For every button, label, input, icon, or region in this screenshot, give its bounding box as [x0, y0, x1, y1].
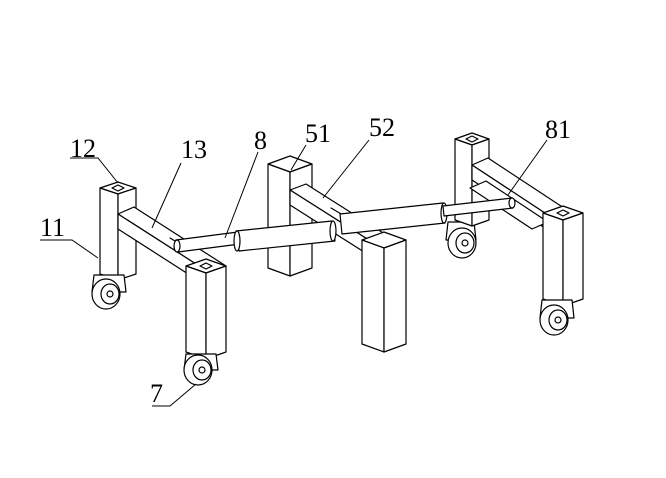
wheel-back-right: [445, 221, 477, 259]
label-52: 52: [369, 113, 395, 142]
wheel-front-left: [183, 353, 219, 386]
leader-lines: [40, 139, 548, 407]
telescopic-rod-right: [339, 197, 516, 235]
label-7: 7: [150, 379, 163, 408]
wheel-front-right: [539, 299, 575, 336]
label-81: 81: [545, 115, 571, 144]
label-12: 12: [70, 134, 96, 163]
center-front-post: [361, 231, 407, 353]
label-51: 51: [305, 119, 331, 148]
center-back-post: [267, 155, 313, 277]
label-11: 11: [40, 213, 65, 242]
label-8: 8: [254, 126, 267, 155]
left-front-leg: [185, 258, 227, 360]
telescopic-rod-left: [173, 220, 337, 253]
right-front-leg: [542, 205, 584, 307]
wheel-back-left: [91, 274, 127, 310]
label-13: 13: [181, 135, 207, 164]
